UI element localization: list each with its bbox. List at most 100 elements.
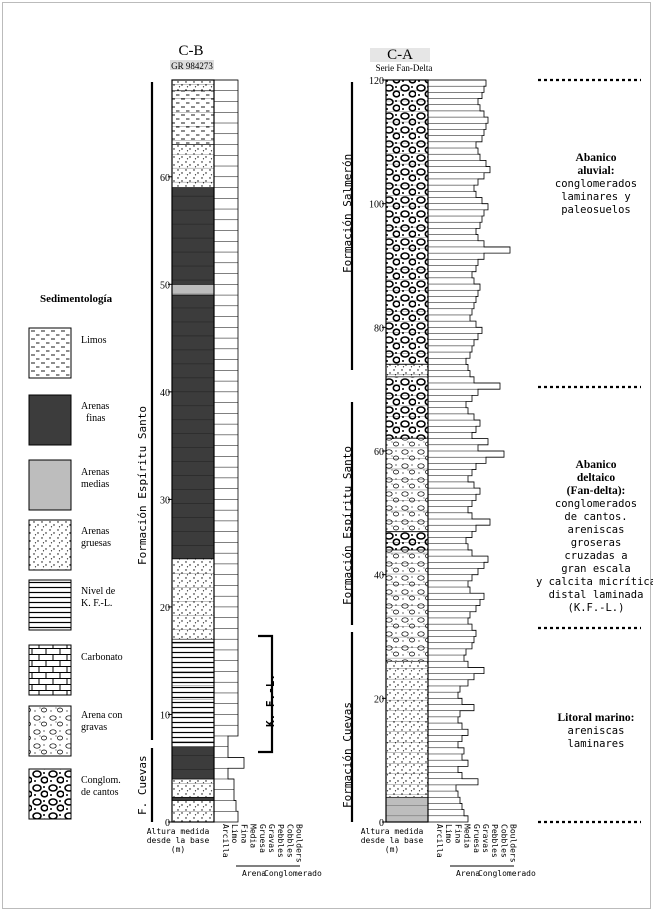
cb-subtitle: GR 984273 — [171, 61, 213, 71]
cb-layer-kfl — [171, 638, 215, 748]
interp-line: cruzadas a — [564, 550, 627, 562]
interp-title: deltaico — [577, 472, 616, 484]
cb-layer-arenas-gruesas — [171, 144, 215, 188]
ca-profile-outline — [428, 79, 511, 823]
ca-grain-label: Pebbles — [490, 824, 499, 858]
interp-title: Abanico — [576, 459, 617, 471]
legend-label-carbonato: Carbonato — [81, 652, 123, 663]
ca-tick-label: 20 — [374, 694, 384, 705]
cb-tick-label: 30 — [160, 495, 170, 506]
ca-grain-size-profile — [427, 79, 511, 823]
interp-line: paleosuelos — [561, 204, 631, 216]
cb-grain-label: Arcilla — [221, 824, 230, 858]
cb-formation-cuevas: F. Cuevas — [136, 755, 149, 815]
ca-subtitle: Serie Fan-Delta — [376, 63, 433, 73]
cb-tick-label: 10 — [160, 710, 170, 721]
ca-layer-arenas-gruesas — [385, 364, 429, 378]
ca-tick-label: 80 — [374, 323, 384, 334]
ca-grain-label: Boulders — [509, 824, 518, 863]
cb-tick-label: 40 — [160, 388, 170, 399]
cb-layer-arenas-gruesas — [171, 778, 215, 798]
cb-layer-arenas-finas — [171, 746, 215, 780]
cb-tick-label: 60 — [160, 173, 170, 184]
cb-grain-label: Pebbles — [276, 824, 285, 858]
ca-title: C-A — [387, 47, 413, 63]
cb-lithology-column — [171, 79, 215, 823]
interp-line: distal laminada — [549, 589, 644, 601]
ca-lithology-column — [385, 79, 429, 823]
legend-swatch-arenas-finas — [28, 394, 72, 446]
interp-line: areniscas — [568, 725, 625, 737]
ca-formation-salmeron: Formación Salmerón — [341, 154, 354, 273]
cb-profile-outline — [214, 79, 245, 823]
cb-group-conglomerado: Conglomerado — [264, 869, 322, 878]
legend-swatch-limos — [28, 327, 72, 379]
ca-tick-label: 40 — [374, 571, 384, 582]
interp-title: (Fan-delta): — [567, 485, 626, 497]
cb-layer-arenas-finas — [171, 294, 215, 559]
interp-line: conglomerados — [555, 498, 637, 510]
cb-kfl-bracket — [258, 634, 274, 754]
cb-group-arena: Arena — [242, 869, 266, 878]
cb-grain-label: Media — [249, 824, 258, 848]
cb-tick-label: 50 — [160, 280, 170, 291]
ca-grain-label: Media — [463, 824, 472, 848]
interp-line: laminares y — [561, 191, 631, 203]
cb-layer-arenas-finas — [171, 187, 215, 285]
cb-layer-arenas-medias — [171, 284, 215, 296]
cb-grain-label: Boulders — [295, 824, 304, 863]
ca-tick-label: 60 — [374, 447, 384, 458]
cb-tick-label: 20 — [160, 603, 170, 614]
ca-formation-espiritu: Formación Espíritu Santo — [341, 446, 354, 605]
legend-label-limos: Limos — [81, 335, 107, 346]
cb-layer-arenas-gruesas — [171, 558, 215, 640]
ca-grain-label: Fina — [453, 824, 462, 843]
cb-subtitle-bg — [170, 60, 214, 70]
ca-grain-label: Gravas — [481, 824, 490, 853]
cb-kfl-label: K. F.-L. — [264, 674, 277, 727]
interp-line: (K.F.-L.) — [568, 602, 625, 614]
ca-layer-conglom — [385, 79, 429, 365]
ca-layer-arenas-gruesas — [385, 660, 429, 798]
ca-grain-label: Gruesa — [472, 824, 481, 853]
ca-tick-label: 100 — [369, 200, 384, 211]
interp-line: conglomerados — [555, 178, 637, 190]
interpretation-fan-delta: Abanicodeltaico(Fan-delta):conglomerados… — [536, 459, 653, 614]
ca-layer-conglom — [385, 376, 429, 439]
interp-line: laminares — [568, 738, 625, 750]
ca-layer-arena-gravas — [385, 438, 429, 532]
interp-line: y calcita micrítica — [536, 576, 653, 588]
legend-swatch-kfl — [28, 579, 72, 631]
cb-layer-limos — [171, 90, 215, 145]
ca-grain-label: Arcilla — [435, 824, 444, 858]
cb-grain-label: Gruesa — [258, 824, 267, 853]
cb-grain-size-profile — [213, 79, 245, 823]
cb-grain-label: Cobbles — [285, 824, 294, 858]
ca-layer-arenas-medias — [385, 796, 429, 823]
legend-swatch-arenas-medias — [28, 459, 72, 511]
legend-title: Sedimentología — [40, 293, 113, 305]
interp-line: gran escala — [561, 563, 631, 575]
ca-title-bg — [370, 48, 430, 62]
legend-swatch-arena-gravas — [28, 705, 72, 757]
interp-title: Litoral marino: — [558, 712, 635, 724]
cb-layer-arenas-finas — [171, 796, 215, 801]
legend-swatch-arenas-gruesas — [28, 519, 72, 571]
cb-grain-label: Gravas — [267, 824, 276, 853]
cb-formation-espiritu: Formación Espíritu Santo — [136, 406, 149, 565]
interp-line: de cantos. — [564, 511, 627, 523]
ca-grain-label: Cobbles — [499, 824, 508, 858]
interp-line: areniscas — [568, 524, 625, 536]
